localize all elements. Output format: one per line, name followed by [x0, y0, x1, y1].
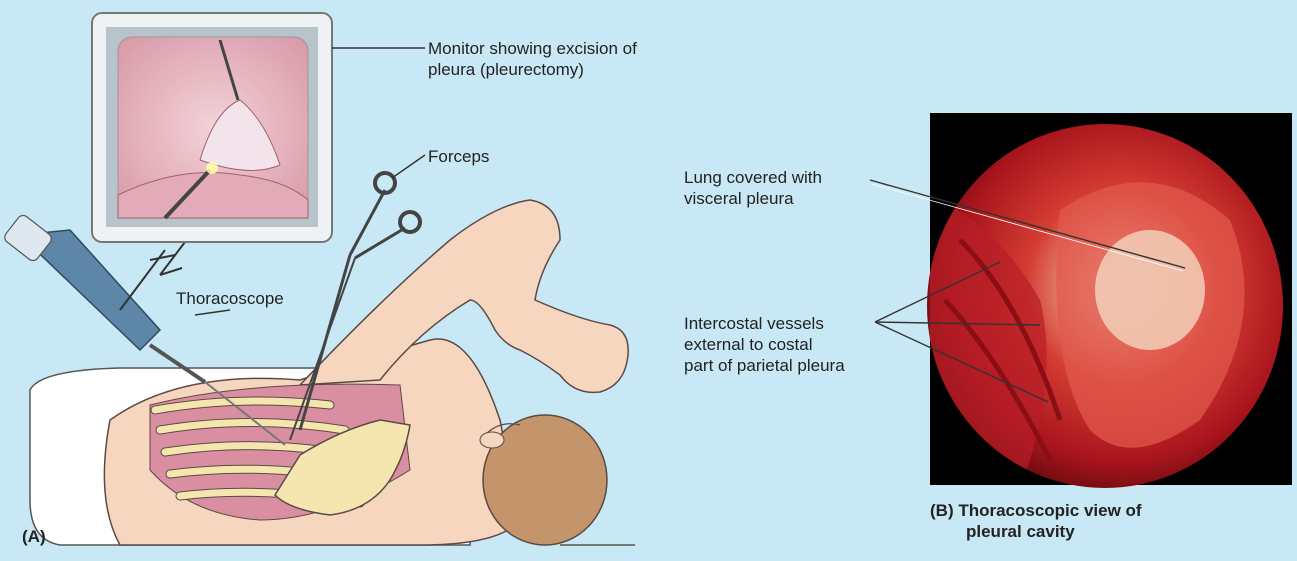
monitor-label: Monitor showing excision of pleura (pleu…	[428, 38, 637, 80]
rib-cage	[150, 384, 410, 520]
forceps-label: Forceps	[428, 146, 489, 167]
panel-a-label: (A)	[22, 526, 46, 547]
vessels-label: Intercostal vessels external to costal p…	[684, 313, 845, 376]
monitor-label-line-1: Monitor showing excision of	[428, 38, 637, 59]
panel-b-caption-line-2: pleural cavity	[930, 521, 1142, 542]
vessels-label-line-2: external to costal	[684, 334, 845, 355]
thoracoscope-label: Thoracoscope	[176, 288, 284, 309]
lung-label-line-1: Lung covered with	[684, 167, 822, 188]
panel-b-caption-line-1: (B) Thoracoscopic view of	[930, 500, 1142, 521]
monitor-label-line-2: pleura (pleurectomy)	[428, 59, 637, 80]
monitor	[92, 13, 332, 275]
lung-label-line-2: visceral pleura	[684, 188, 822, 209]
vessels-label-line-1: Intercostal vessels	[684, 313, 845, 334]
vessels-label-line-3: part of parietal pleura	[684, 355, 845, 376]
panel-b-caption: (B) Thoracoscopic view of pleural cavity	[930, 500, 1142, 542]
endoscopic-photo	[927, 113, 1292, 490]
lung-label: Lung covered with visceral pleura	[684, 167, 822, 209]
